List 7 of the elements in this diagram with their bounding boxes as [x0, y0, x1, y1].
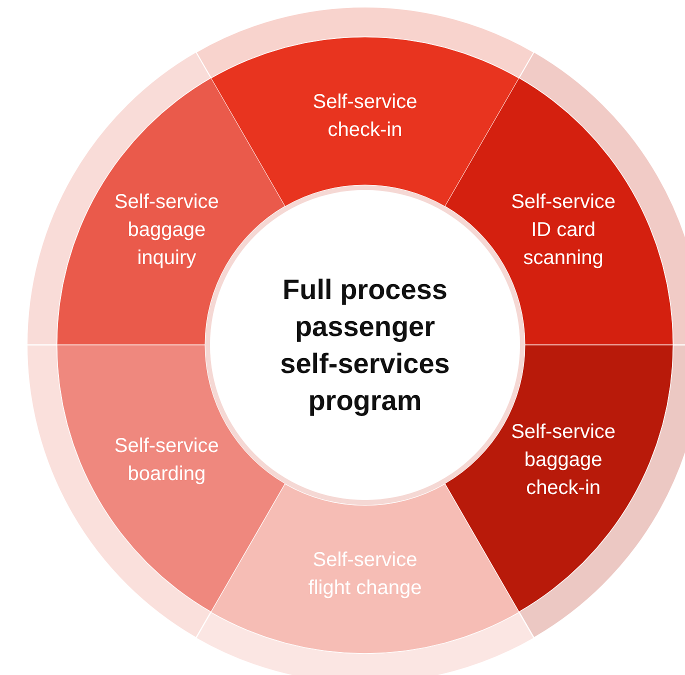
- segment-label: Self-service baggage check-in: [510, 420, 617, 500]
- segment-label: Self-service check-in: [312, 90, 418, 143]
- segment-label: Self-service baggage inquiry: [113, 190, 220, 272]
- segment-label: Self-service flight change: [307, 548, 423, 601]
- center-title: Full process passenger self-services program: [279, 273, 451, 418]
- segment-label: Self-service boarding: [113, 434, 220, 486]
- segment-label: Self-service ID card scanning: [510, 190, 617, 272]
